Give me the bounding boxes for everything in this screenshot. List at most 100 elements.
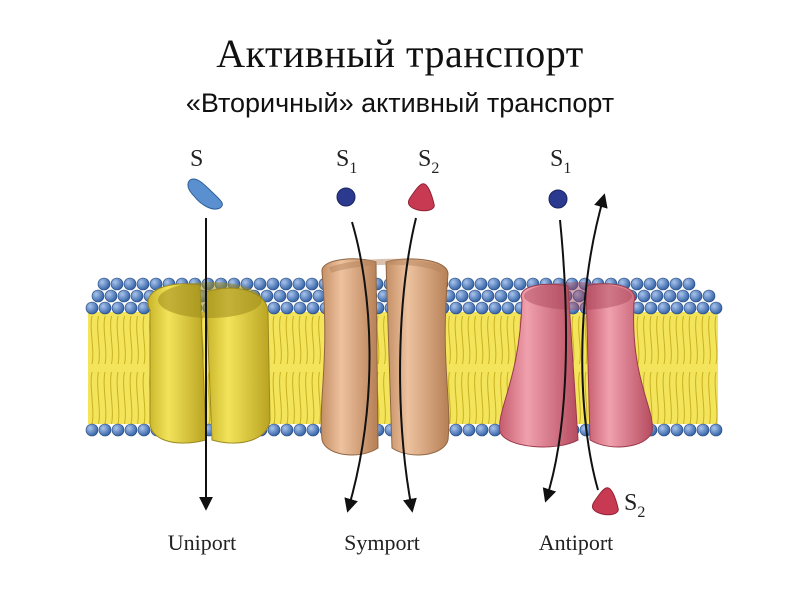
lipid-tail (701, 371, 705, 425)
lipid-tail (90, 315, 94, 365)
lipid-head (683, 301, 697, 315)
lipid-tail (207, 371, 211, 425)
lipid-head (513, 277, 527, 291)
lipid-tail (110, 315, 113, 365)
substrate-s2-antiport-icon (591, 487, 619, 516)
lipid-tail (649, 315, 653, 365)
lipid-head (487, 277, 501, 291)
lipid-tail (682, 371, 685, 425)
lipid-head (104, 289, 118, 303)
lipid-tail (695, 371, 698, 425)
lipid-head (110, 277, 124, 291)
lipid-tail (454, 371, 458, 425)
lipid-tail (480, 315, 484, 365)
lipid-tail (292, 315, 295, 365)
lipid-head (85, 301, 99, 315)
antiport-s2-arrow (581, 193, 608, 491)
lipid-tail (285, 315, 289, 365)
lipid-head (306, 301, 320, 315)
lipid-head (644, 301, 658, 315)
lipid-tail (97, 371, 100, 425)
lipid-tail (656, 371, 659, 425)
lipid-head (136, 277, 150, 291)
lipid-tail (708, 371, 711, 425)
lipid-tail (461, 315, 464, 365)
lipid-tail (136, 315, 139, 365)
lipid-tail (714, 371, 718, 425)
lipid-head (475, 423, 489, 437)
substrate-s1-antiport-icon (548, 189, 568, 209)
symport-s2-arrow (399, 217, 417, 513)
lipid-head (475, 301, 489, 315)
lipid-head (293, 423, 307, 437)
page-title: Активный транспорт (216, 31, 584, 76)
lipid-head (709, 301, 723, 315)
lipid-head (462, 423, 476, 437)
lipid-head (273, 289, 287, 303)
lipid-tail (643, 315, 646, 365)
lipid-head (448, 277, 462, 291)
lipid-tail (584, 315, 588, 365)
lipid-head (293, 301, 307, 315)
label-s1-antiport: S1 (550, 146, 571, 177)
lipid-head (670, 301, 684, 315)
lipid-tail (487, 315, 490, 365)
page-subtitle: «Вторичный» активный транспорт (185, 88, 615, 118)
lipid-tail (311, 315, 315, 365)
lipid-head (481, 289, 495, 303)
lipid-tail (142, 371, 146, 425)
lipid-head (123, 277, 137, 291)
lipid-tail (474, 315, 477, 365)
lipid-head (280, 423, 294, 437)
lipid-tail (311, 371, 315, 425)
lipid-head (124, 301, 138, 315)
lipid-tail (129, 371, 133, 425)
lipid-tail (578, 315, 581, 365)
lipid-tail (383, 371, 386, 425)
lipid-head (637, 289, 651, 303)
lipid-tail (688, 315, 692, 365)
lipid-head (280, 301, 294, 315)
lipid-tail (116, 371, 120, 425)
lipid-tail (285, 371, 289, 425)
lipid-head (657, 301, 671, 315)
lipid-tail (695, 315, 698, 365)
substrate-s1-symport-icon (336, 187, 356, 207)
lipid-head (305, 277, 319, 291)
lipid-head (124, 423, 138, 437)
lipid-tail (123, 371, 126, 425)
lipid-tail (688, 371, 692, 425)
uniport-protein (147, 282, 271, 444)
lipid-tail (669, 315, 672, 365)
lipid-head (117, 289, 131, 303)
label-antiport: Antiport (539, 530, 614, 555)
lipid-tail (116, 315, 120, 365)
lipid-tail (136, 371, 139, 425)
lipid-tail (298, 371, 302, 425)
lipid-tail (662, 315, 666, 365)
lipid-tail (474, 371, 477, 425)
lipid-head (260, 289, 274, 303)
lipid-head (683, 423, 697, 437)
lipid-head (494, 289, 508, 303)
lipid-tail (129, 315, 133, 365)
lipid-tail (675, 315, 679, 365)
lipid-head (507, 289, 521, 303)
lipid-head (565, 277, 579, 291)
lipid-tail (584, 371, 588, 425)
lipid-head (111, 423, 125, 437)
lipid-head (455, 289, 469, 303)
lipid-head (98, 423, 112, 437)
lipid-head (663, 289, 677, 303)
lipid-head (253, 277, 267, 291)
lipid-tail (279, 315, 282, 365)
lipid-tail (454, 315, 458, 365)
lipid-tail (500, 315, 503, 365)
label-symport: Symport (344, 530, 420, 555)
lipid-tail (318, 315, 321, 365)
lipid-head (468, 289, 482, 303)
lipid-tail (480, 371, 484, 425)
lipid-tail (493, 315, 497, 365)
lipid-head (98, 301, 112, 315)
